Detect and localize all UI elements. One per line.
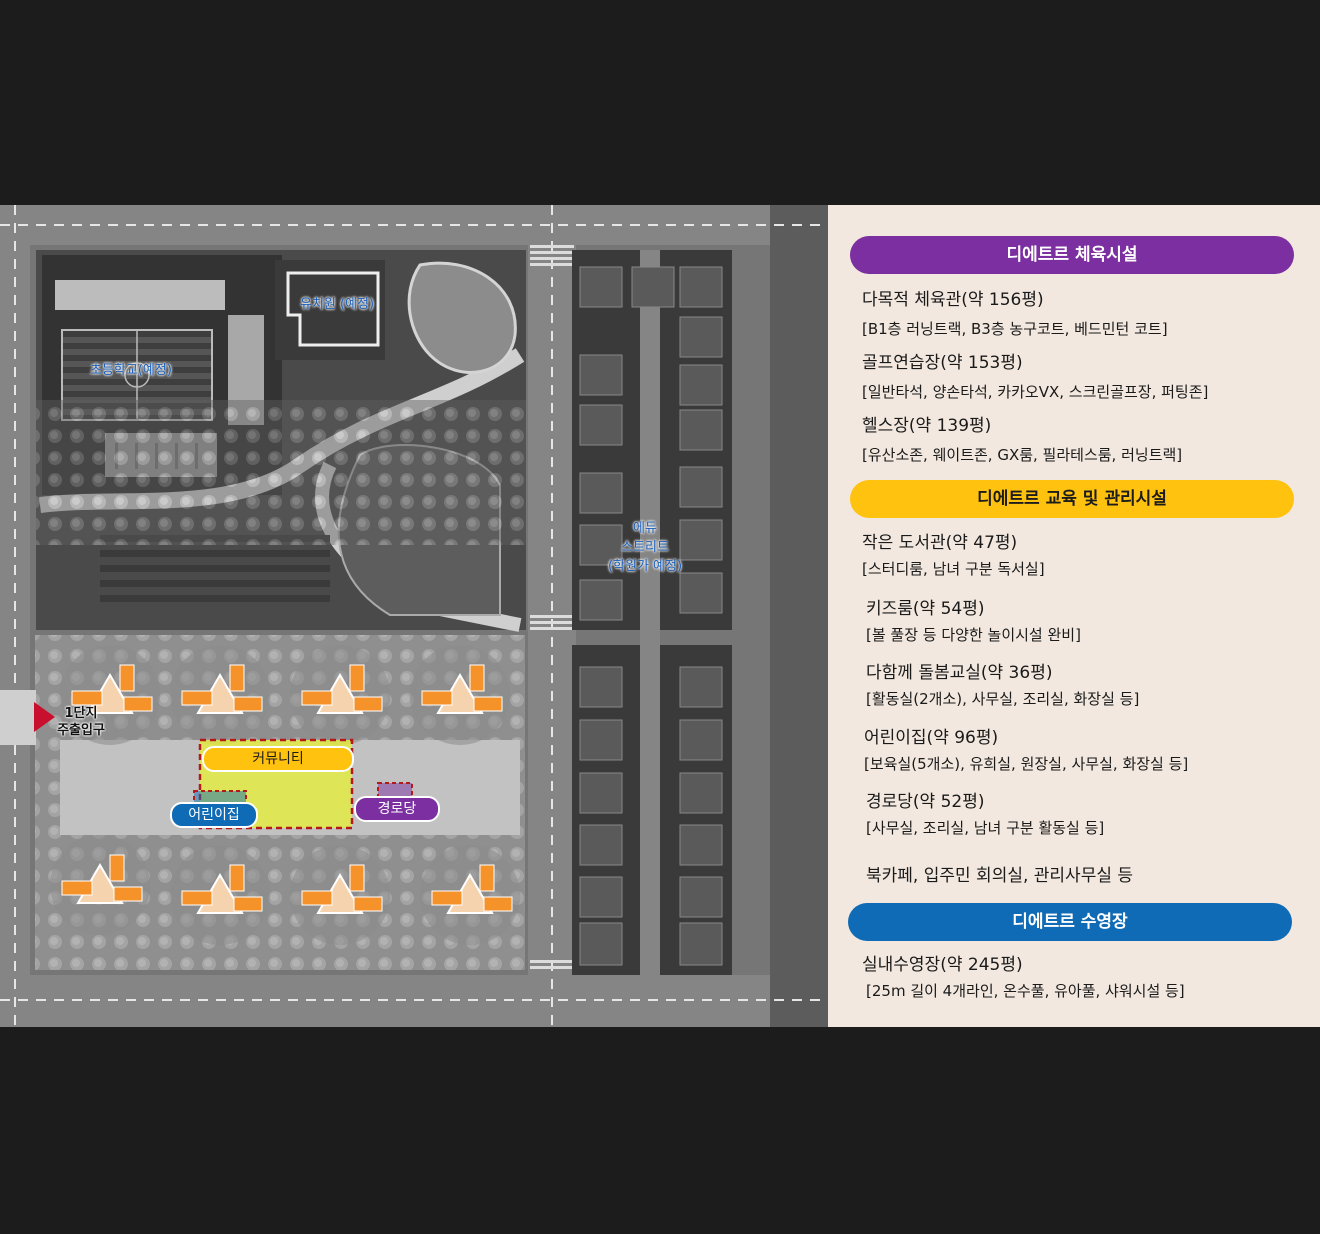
item-detail: [볼 풀장 등 다양한 놀이시설 완비] <box>866 626 1081 644</box>
item-title: 실내수영장(약 245평) <box>862 955 1023 975</box>
daycare-pill: 어린이집 <box>170 802 258 828</box>
section-sports-title: 디에트르 체육시설 <box>850 236 1294 274</box>
edu-street-line-3: (학원가 예정) <box>607 559 683 574</box>
apartment-building <box>170 645 270 745</box>
apartment-building <box>170 845 270 945</box>
item-title: 헬스장(약 139평) <box>862 416 992 436</box>
item-title: 북카페, 입주민 회의실, 관리사무실 등 <box>866 866 1134 886</box>
edu-street-line-2: 스트리트 <box>621 540 669 555</box>
item-detail: [스터디룸, 남녀 구분 독서실] <box>862 560 1045 578</box>
apartment-building <box>290 645 390 745</box>
item-title: 다함께 돌봄교실(약 36평) <box>866 663 1053 683</box>
item-detail: [활동실(2개소), 사무실, 조리실, 화장실 등] <box>866 690 1140 708</box>
item-detail: [보육실(5개소), 유희실, 원장실, 사무실, 화장실 등] <box>864 755 1189 773</box>
item-title: 골프연습장(약 153평) <box>862 353 1023 373</box>
section-education-title: 디에트르 교육 및 관리시설 <box>850 480 1294 518</box>
main-entrance-label: 1단지 주출입구 <box>56 705 106 739</box>
item-title: 키즈룸(약 54평) <box>866 599 985 619</box>
apartment-building <box>290 845 390 945</box>
site-map-graphic <box>0 205 828 1027</box>
item-detail: [일반타석, 양손타석, 카카오VX, 스크린골프장, 퍼팅존] <box>862 383 1209 401</box>
site-map: 유치원 (예정) 초등학교(예정) 에듀 스트리트 (학원가 예정) 1단지 주… <box>0 205 828 1027</box>
entrance-line-1: 1단지 <box>64 706 98 721</box>
apartment-building <box>50 835 150 935</box>
community-pill: 커뮤니티 <box>202 746 354 772</box>
entrance-arrow-icon <box>34 702 55 732</box>
item-title: 경로당(약 52평) <box>866 792 985 812</box>
item-title: 작은 도서관(약 47평) <box>862 533 1018 553</box>
item-detail: [25m 길이 4개라인, 온수풀, 유아풀, 샤워시설 등] <box>866 982 1185 1000</box>
item-detail: [유산소존, 웨이트존, GX룸, 필라테스룸, 러닝트랙] <box>862 446 1183 464</box>
edu-street-label: 에듀 스트리트 (학원가 예정) <box>600 519 690 576</box>
item-detail: [B1층 러닝트랙, B3층 농구코트, 베드민턴 코트] <box>862 320 1168 338</box>
section-pool-title: 디에트르 수영장 <box>848 903 1292 941</box>
apartment-building <box>410 645 510 745</box>
item-title: 다목적 체육관(약 156평) <box>862 290 1044 310</box>
apartment-building <box>420 845 520 945</box>
edu-street-line-1: 에듀 <box>633 521 657 536</box>
apartment-building <box>60 645 160 745</box>
item-title: 어린이집(약 96평) <box>864 728 999 748</box>
item-detail: [사무실, 조리실, 남녀 구분 활동실 등] <box>866 819 1105 837</box>
elementary-school-label: 초등학교(예정) <box>90 363 172 378</box>
kindergarten-label: 유치원 (예정) <box>300 297 375 312</box>
entrance-line-2: 주출입구 <box>57 723 105 738</box>
facility-info-panel: 디에트르 체육시설 다목적 체육관(약 156평) [B1층 러닝트랙, B3층… <box>828 205 1320 1027</box>
senior-center-pill: 경로당 <box>354 796 440 822</box>
